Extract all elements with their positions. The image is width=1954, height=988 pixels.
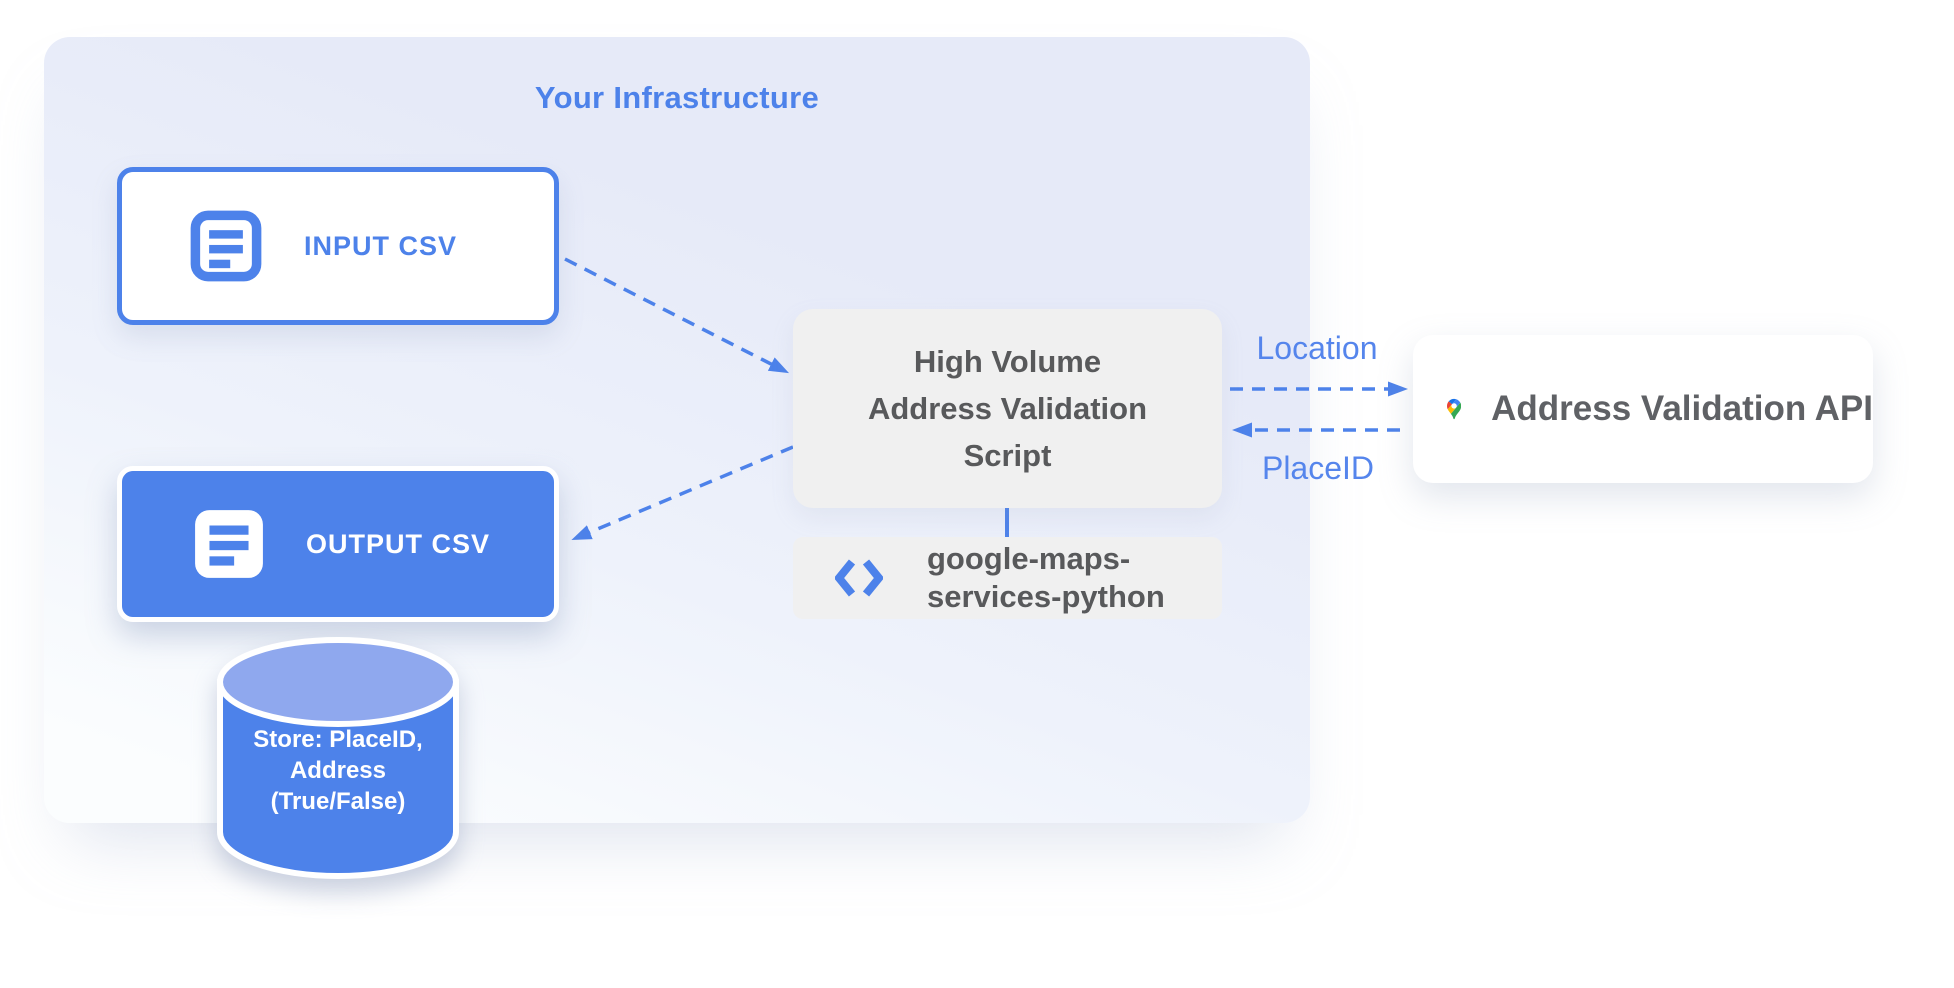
database-cylinder-icon [217,637,459,879]
placeid-edge-label: PlaceID [1261,450,1375,486]
document-icon [195,510,263,578]
input-csv-node: INPUT CSV [117,167,559,325]
api-label: Address Validation API [1491,389,1873,428]
location-edge-label: Location [1256,330,1378,366]
infrastructure-title: Your Infrastructure [534,80,820,115]
validation-script-label: High Volume Address Validation Script [867,344,1148,473]
input-csv-label: INPUT CSV [304,230,458,261]
validation-script-node: High Volume Address Validation Script [793,309,1222,508]
document-icon [190,210,262,282]
api-node: Address Validation API [1413,335,1873,483]
library-label: google-maps- services-python [927,541,1165,614]
library-node: google-maps- services-python [793,537,1222,619]
code-icon [835,559,883,597]
google-maps-pin-icon [1447,398,1462,420]
datastore-label: Store: PlaceID, Address (True/False) [253,726,423,815]
output-csv-label: OUTPUT CSV [306,528,491,559]
output-csv-node: OUTPUT CSV [117,466,559,622]
datastore-node: Store: PlaceID, Address (True/False) [212,632,464,886]
